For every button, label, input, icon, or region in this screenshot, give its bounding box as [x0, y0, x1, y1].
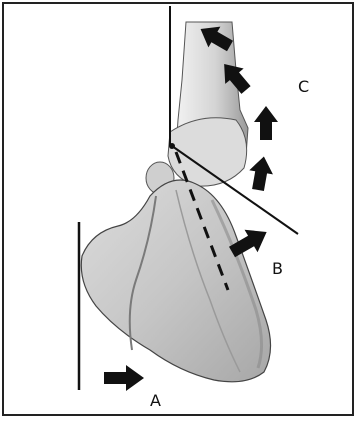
- label-b: B: [272, 259, 283, 278]
- label-a: A: [150, 391, 161, 410]
- label-c: C: [298, 77, 309, 96]
